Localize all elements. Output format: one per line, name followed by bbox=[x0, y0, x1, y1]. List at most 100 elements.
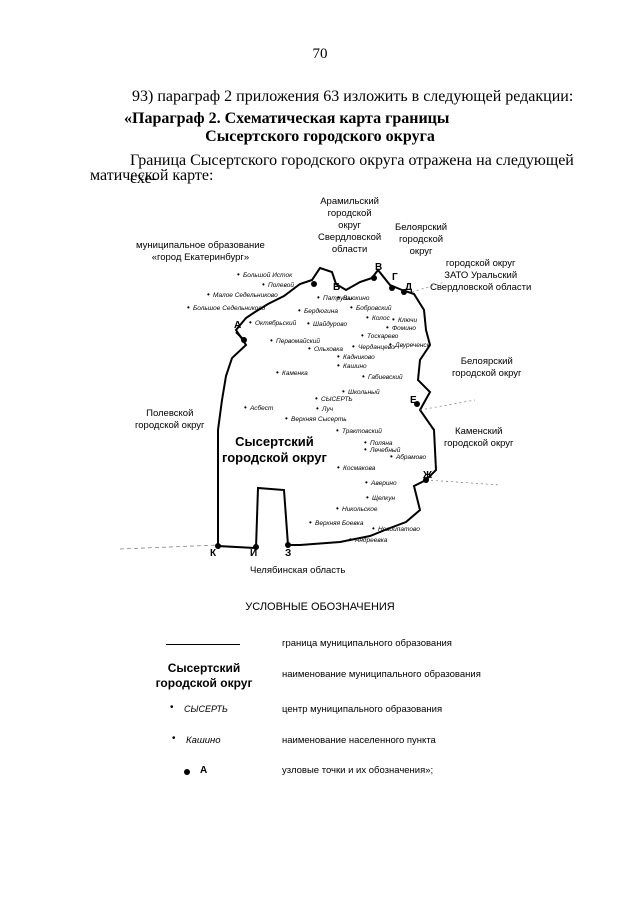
node-points bbox=[215, 275, 429, 550]
beloyarsky-right-line2: городской округ bbox=[452, 368, 522, 379]
boundary-line-symbol bbox=[166, 644, 240, 645]
beloyarsky-top-line2: городской bbox=[399, 234, 444, 245]
settlement-dot-icon: • bbox=[337, 361, 340, 370]
settlement-dot-icon: • bbox=[364, 445, 367, 454]
settlement-dot-icon: • bbox=[237, 270, 240, 279]
settlement-label: Тоскарево• bbox=[361, 331, 399, 341]
settlement-symbol: Кашино bbox=[186, 735, 221, 746]
neighbor-chelyabinsk-label: Челябинская область bbox=[250, 565, 346, 576]
node-b-label: Б bbox=[333, 282, 341, 293]
section-heading-line1: «Параграф 2. Схематическая карта границы bbox=[124, 110, 450, 127]
beloyarsky-top-line1: Белоярский bbox=[395, 222, 448, 233]
settlement-dot-icon: • bbox=[285, 414, 288, 423]
legend-row-node: А узловые точки и их обозначения»; bbox=[0, 765, 640, 791]
beloyarsky-top-line3: округ bbox=[409, 246, 433, 257]
settlement-dot-icon: • bbox=[366, 493, 369, 502]
node-dot-icon bbox=[184, 769, 190, 775]
node-e-point bbox=[414, 401, 420, 407]
settlement-label: Щелкун• bbox=[366, 493, 396, 503]
settlement-label: Шайдурово• bbox=[307, 319, 348, 329]
district-name-line1: Сысертский bbox=[235, 434, 314, 449]
neighbor-aramil-label: Арамильский городской округ Свердловской… bbox=[318, 196, 381, 256]
settlement-dot-icon: • bbox=[372, 524, 375, 533]
node-a-label: А bbox=[234, 320, 242, 331]
settlement-dot-icon: • bbox=[364, 438, 367, 447]
settlement-label: Космакова• bbox=[337, 463, 376, 473]
legend-desc: центр муниципального образования bbox=[282, 704, 443, 715]
body-text-line1: Граница Сысертского городского округа от… bbox=[130, 152, 574, 187]
legend-desc: наименование муниципального образования bbox=[282, 669, 481, 680]
settlement-label: Никольское• bbox=[336, 504, 378, 514]
zato-line1: городской округ bbox=[445, 258, 516, 269]
node-v-point bbox=[371, 275, 377, 281]
settlement-dot-icon: • bbox=[298, 306, 301, 315]
settlement-label: Верхняя Боевка• bbox=[309, 518, 364, 528]
node-g-label: Г bbox=[392, 272, 398, 283]
center-symbol: СЫСЕРТЬ bbox=[184, 704, 228, 714]
aramil-line4: Свердловской bbox=[318, 232, 382, 243]
node-zh-point bbox=[423, 477, 429, 483]
settlement-label: Школьный• bbox=[342, 387, 380, 397]
settlement-dot-icon: • bbox=[337, 352, 340, 361]
bullet-icon: • bbox=[170, 702, 174, 713]
settlement-label: Двуреченск• bbox=[389, 340, 430, 350]
settlement-dot-icon: • bbox=[366, 313, 369, 322]
settlement-label: Асбест• bbox=[244, 403, 274, 413]
node-zh-label: Ж bbox=[423, 470, 433, 481]
district-name-line2: городской округ bbox=[222, 450, 327, 465]
polevskoy-line1: Полевской bbox=[146, 408, 194, 419]
settlement-label: Лечебный• bbox=[364, 445, 401, 455]
kamensky-boundary-extension bbox=[425, 479, 501, 486]
settlement-dot-icon: • bbox=[276, 368, 279, 377]
legend-title: УСЛОВНЫЕ ОБОЗНАЧЕНИЯ bbox=[245, 601, 395, 613]
node-i-label: И bbox=[250, 548, 258, 559]
node-e-label: Е bbox=[410, 395, 417, 406]
settlement-dot-icon: • bbox=[315, 394, 318, 403]
legend-row-municipality-name: Сысертский городской округ наименование … bbox=[0, 661, 640, 695]
bullet-icon: • bbox=[172, 733, 176, 744]
node-d-point bbox=[401, 289, 407, 295]
node-g-point bbox=[389, 285, 395, 291]
settlement-label: Октябрьский• bbox=[249, 318, 297, 328]
node-i-point bbox=[253, 544, 259, 550]
settlement-dot-icon: • bbox=[309, 518, 312, 527]
page-number: 70 bbox=[312, 46, 328, 62]
settlement-dot-icon: • bbox=[244, 403, 247, 412]
settlement-label: Верхняя Сысерть• bbox=[285, 414, 347, 424]
ekaterinburg-line1: муниципальное образование bbox=[136, 240, 265, 251]
node-b-point bbox=[311, 281, 317, 287]
municipality-name-symbol: Сысертский городской округ bbox=[155, 661, 253, 690]
settlement-label: Каменка• bbox=[276, 368, 308, 378]
settlement-label: Поляна• bbox=[364, 438, 393, 448]
settlement-dot-icon: • bbox=[350, 303, 353, 312]
settlement-label: Новоипатово• bbox=[372, 524, 420, 534]
node-k-label: К bbox=[210, 548, 217, 559]
legend-row-settlement: • Кашино наименование населенного пункта bbox=[0, 733, 640, 759]
settlement-dot-icon: • bbox=[337, 293, 340, 302]
settlement-dot-icon: • bbox=[307, 319, 310, 328]
ekaterinburg-line2: «город Екатеринбург» bbox=[151, 252, 250, 263]
zato-line2: ЗАТО Уральский bbox=[444, 270, 518, 281]
district-boundary bbox=[217, 266, 438, 550]
settlement-label: Кашино• bbox=[337, 361, 367, 371]
settlement-dot-icon: • bbox=[316, 404, 319, 413]
neighbor-kamensky-label: Каменский городской округ bbox=[444, 426, 514, 450]
settlement-dot-icon: • bbox=[249, 318, 252, 327]
settlement-label: Полевой• bbox=[262, 280, 294, 290]
settlement-dot-icon: • bbox=[317, 293, 320, 302]
body-text-line2: матической карте: bbox=[90, 167, 214, 184]
kamensky-line1: Каменский bbox=[455, 426, 503, 437]
settlement-dot-icon: • bbox=[336, 426, 339, 435]
district-name-label: Сысертский городской округ bbox=[222, 434, 327, 466]
settlement-dot-icon: • bbox=[365, 478, 368, 487]
node-k-point bbox=[215, 543, 221, 549]
aramil-line3: округ bbox=[338, 220, 361, 231]
section-heading-line2: Сысертского городского округа bbox=[205, 128, 435, 145]
settlement-label: Первомайский• bbox=[270, 336, 321, 346]
settlement-dot-icon: • bbox=[207, 290, 210, 299]
settlement-dot-icon: • bbox=[270, 336, 273, 345]
legend-row-boundary: граница муниципального образования bbox=[0, 638, 640, 664]
neighbor-beloyarsky-right-label: Белоярский городской округ bbox=[452, 356, 522, 380]
settlement-label: Ключи• bbox=[392, 315, 418, 325]
settlement-label: СЫСЕРТЬ• bbox=[315, 394, 353, 404]
